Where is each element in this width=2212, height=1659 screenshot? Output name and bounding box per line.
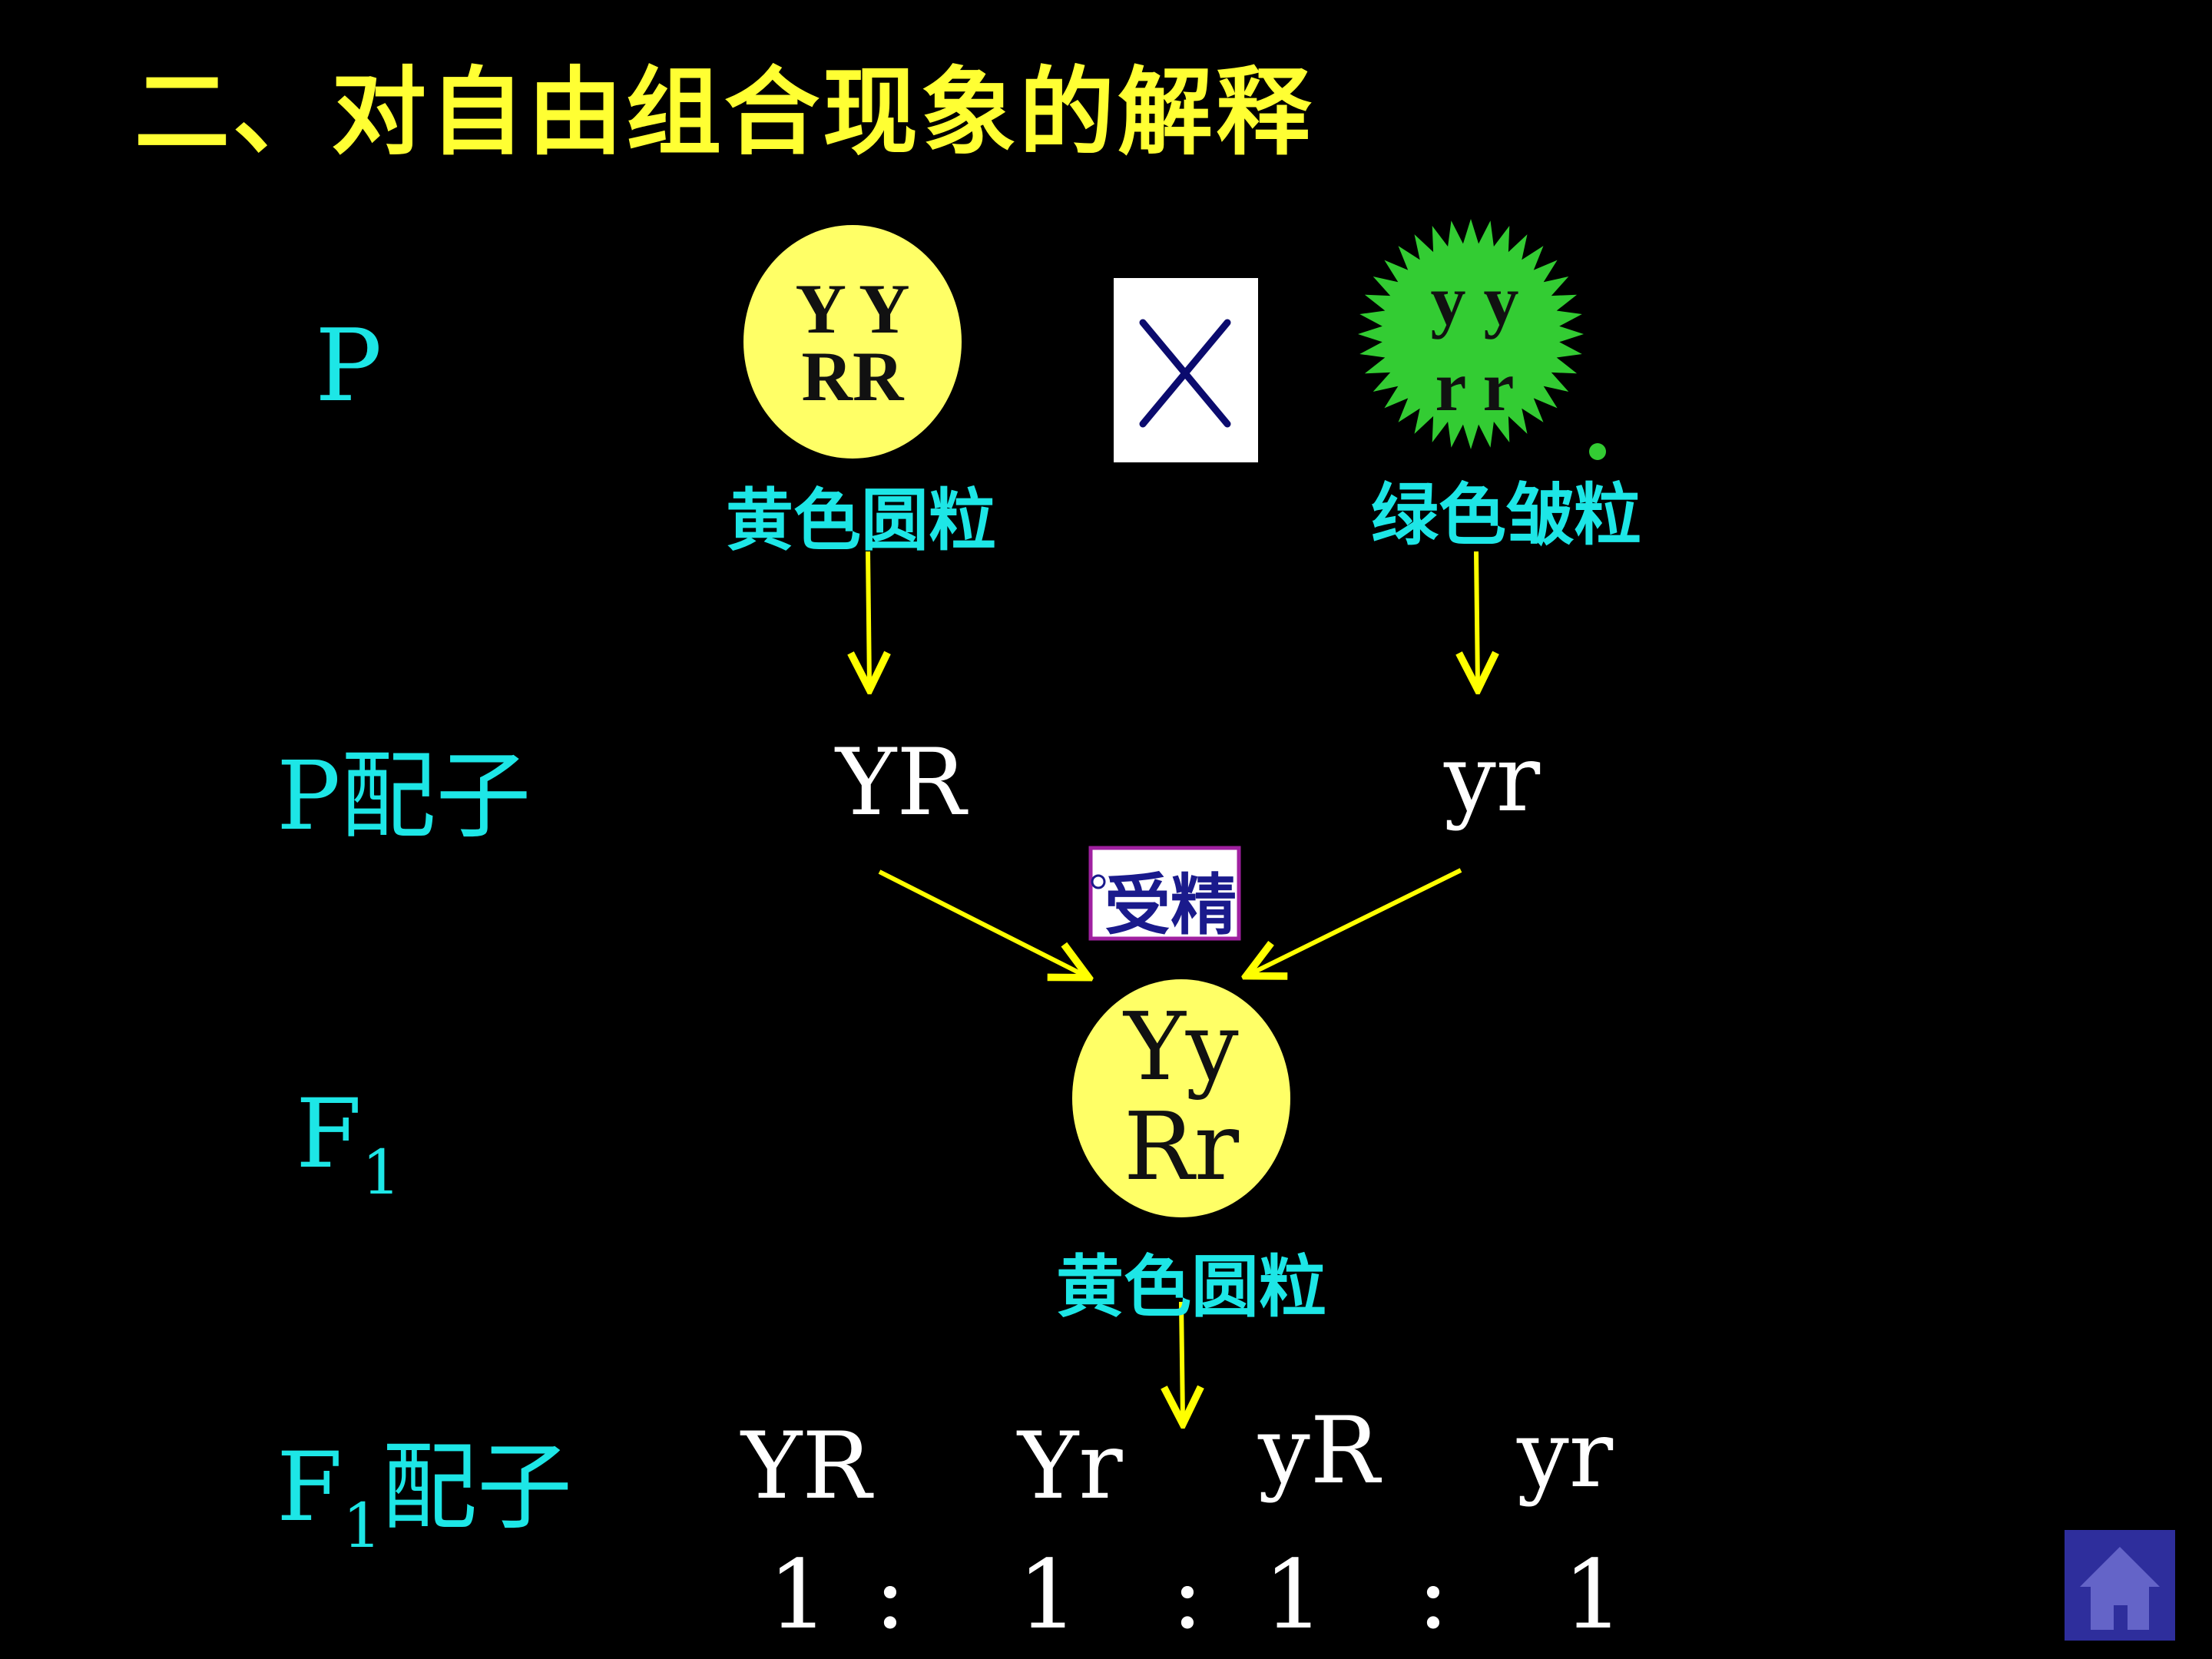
arrow-f1-to-gametes — [1181, 1301, 1183, 1419]
fertilization-dot — [1091, 874, 1106, 889]
row-label-f1-gametes: F1配子 — [276, 1409, 572, 1561]
row-label-p: P — [315, 307, 382, 424]
p-gamete-YR: YR — [836, 730, 966, 836]
f1-gamete-yr: yr — [1517, 1402, 1614, 1508]
fertilization-box — [1088, 846, 1241, 941]
f1-letter: F — [296, 1079, 363, 1190]
ratio-colon-2: : — [1171, 1540, 1204, 1651]
green-phenotype-label: 绿色皱粒 — [1371, 475, 1642, 555]
yellow-genotype-line1: Y Y — [795, 270, 910, 348]
f1-seed — [1072, 979, 1290, 1217]
home-button[interactable] — [2065, 1530, 2175, 1641]
ratio-1b: 1 — [1018, 1540, 1078, 1651]
green-seed-genotype: y y r r — [1359, 257, 1590, 429]
yellow-phenotype-label: 黄色圆粒 — [726, 481, 997, 560]
green-genotype-line1: y y — [1430, 261, 1519, 339]
arrow-yellow-to-gamete — [868, 551, 869, 685]
green-genotype-line2: r r — [1435, 347, 1515, 426]
f1-gametes-suffix: 配子 — [381, 1432, 572, 1543]
f1-genotype: Yy Rr — [1075, 997, 1287, 1197]
row-label-p-gametes: P配子 — [276, 741, 531, 852]
f1-gamete-yR: yR — [1258, 1398, 1380, 1505]
green-wrinkled-seed — [1358, 219, 1584, 449]
arrow-green-to-gamete — [1476, 551, 1478, 685]
ratio-1a: 1 — [768, 1540, 829, 1651]
arrow-YR-to-f1 — [878, 869, 1084, 975]
row-label-f1: F1 — [296, 1079, 401, 1208]
f1-subscript: 1 — [362, 1137, 401, 1208]
f1-genotype-line1: Yy — [1124, 992, 1239, 1101]
slide-title: 二、对自由组合现象的解释 — [134, 58, 1315, 168]
ratio-1d: 1 — [1563, 1540, 1624, 1651]
ratio-1c: 1 — [1263, 1540, 1324, 1651]
f1-phenotype-label: 黄色圆粒 — [1056, 1247, 1327, 1326]
arrow-yr-to-f1 — [1250, 868, 1462, 974]
f1-genotype-line2: Rr — [1123, 1092, 1240, 1201]
yellow-round-seed — [743, 225, 962, 459]
yellow-seed-genotype: Y Y RR — [743, 270, 962, 416]
f1-gametes-subscript: 1 — [343, 1490, 382, 1561]
green-dot — [1589, 443, 1606, 460]
cross-icon — [1139, 319, 1231, 428]
f1-gamete-Yr: Yr — [1018, 1413, 1123, 1520]
f1-gamete-YR: YR — [741, 1413, 872, 1520]
f1-gametes-letter: F — [276, 1432, 343, 1543]
ratio-colon-3: : — [1417, 1540, 1449, 1651]
yellow-genotype-line2: RR — [801, 337, 904, 416]
fertilization-label: 受精 — [1104, 867, 1237, 944]
p-gamete-yr: yr — [1444, 726, 1541, 833]
home-icon — [2080, 1547, 2160, 1630]
ratio-colon-1: : — [874, 1540, 906, 1651]
